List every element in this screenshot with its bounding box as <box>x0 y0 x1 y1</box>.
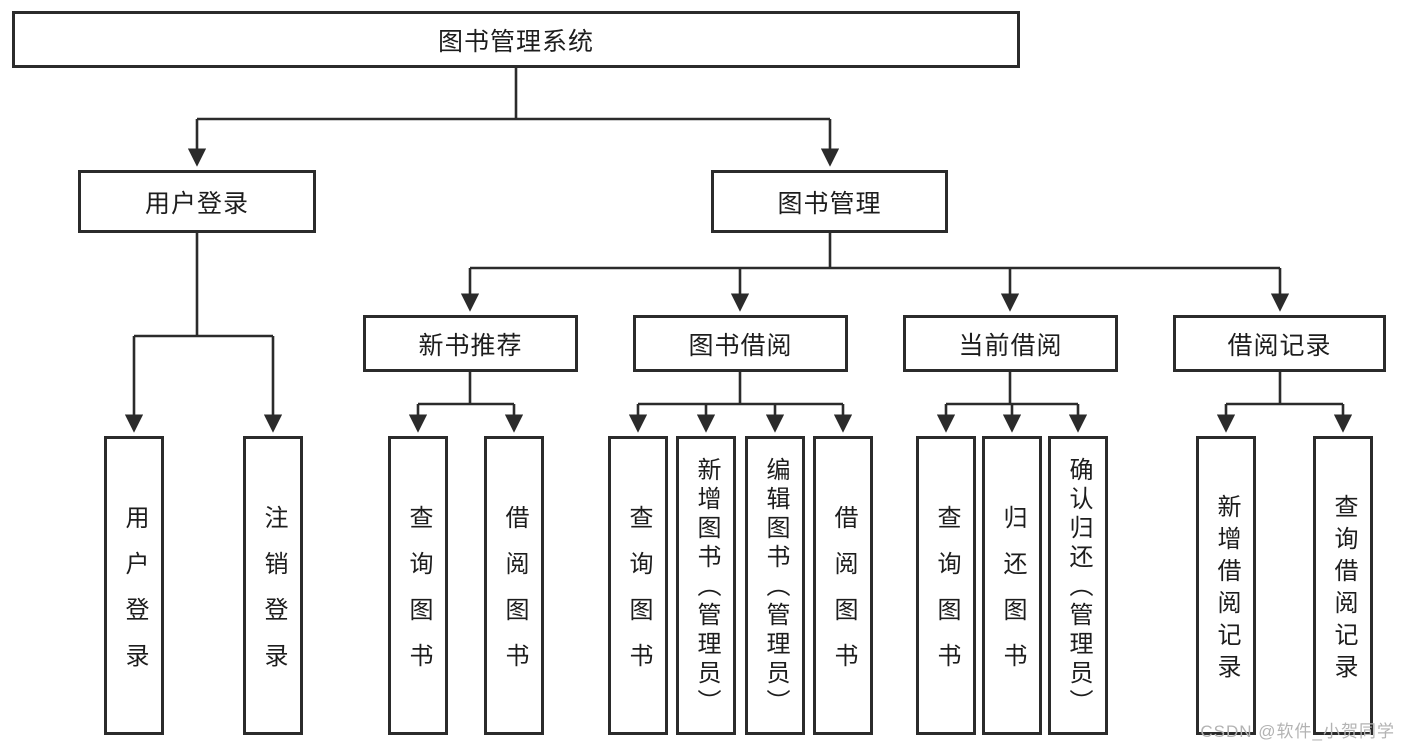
node-user-login: 用户登录 <box>78 170 316 233</box>
leaf-user-login: 用户登录 <box>104 436 164 735</box>
leaf-label: 查询图书 <box>405 504 432 689</box>
leaf-label: 借阅图书 <box>830 504 857 689</box>
leaf-confirm-return-admin: 确认归还（管理员） <box>1048 436 1108 735</box>
node-book-management: 图书管理 <box>711 170 948 233</box>
node-current-borrowing: 当前借阅 <box>903 315 1118 372</box>
node-label: 新书推荐 <box>418 331 523 360</box>
node-label: 用户登录 <box>144 189 249 218</box>
node-library-system: 图书管理系统 <box>12 11 1020 68</box>
leaf-edit-books-admin: 编辑图书（管理员） <box>745 436 805 735</box>
leaf-label: 归还图书 <box>999 504 1026 689</box>
leaf-query-borrow-record: 查询借阅记录 <box>1313 436 1373 735</box>
leaf-query-books-current: 查询图书 <box>916 436 976 735</box>
node-label: 当前借阅 <box>958 331 1063 360</box>
leaf-label: 借阅图书 <box>501 504 528 689</box>
leaf-label: 用户登录 <box>121 504 148 689</box>
watermark-text: CSDN @软件_小贺同学 <box>1200 722 1395 741</box>
node-book-borrowing: 图书借阅 <box>633 315 848 372</box>
node-label: 图书借阅 <box>688 331 793 360</box>
leaf-query-books-borrowing: 查询图书 <box>608 436 668 735</box>
leaf-borrow-books-recommend: 借阅图书 <box>484 436 544 735</box>
leaf-label: 注销登录 <box>260 504 287 689</box>
leaf-query-books-recommend: 查询图书 <box>388 436 448 735</box>
leaf-label: 查询图书 <box>933 504 960 689</box>
node-label: 借阅记录 <box>1227 331 1332 360</box>
leaf-label: 查询借阅记录 <box>1330 493 1357 686</box>
leaf-logout: 注销登录 <box>243 436 303 735</box>
leaf-borrow-books-borrowing: 借阅图书 <box>813 436 873 735</box>
leaf-return-books: 归还图书 <box>982 436 1042 735</box>
leaf-label: 查询图书 <box>625 504 652 689</box>
leaf-add-borrow-record: 新增借阅记录 <box>1196 436 1256 735</box>
node-label: 图书管理系统 <box>437 27 594 56</box>
leaf-label: 编辑图书（管理员） <box>762 457 789 718</box>
node-borrowing-records: 借阅记录 <box>1173 315 1386 372</box>
leaf-label: 新增借阅记录 <box>1213 493 1240 686</box>
leaf-label: 新增图书（管理员） <box>693 457 720 718</box>
leaf-add-books-admin: 新增图书（管理员） <box>676 436 736 735</box>
node-label: 图书管理 <box>777 189 882 218</box>
leaf-label: 确认归还（管理员） <box>1065 457 1092 718</box>
node-new-book-recommendation: 新书推荐 <box>363 315 578 372</box>
